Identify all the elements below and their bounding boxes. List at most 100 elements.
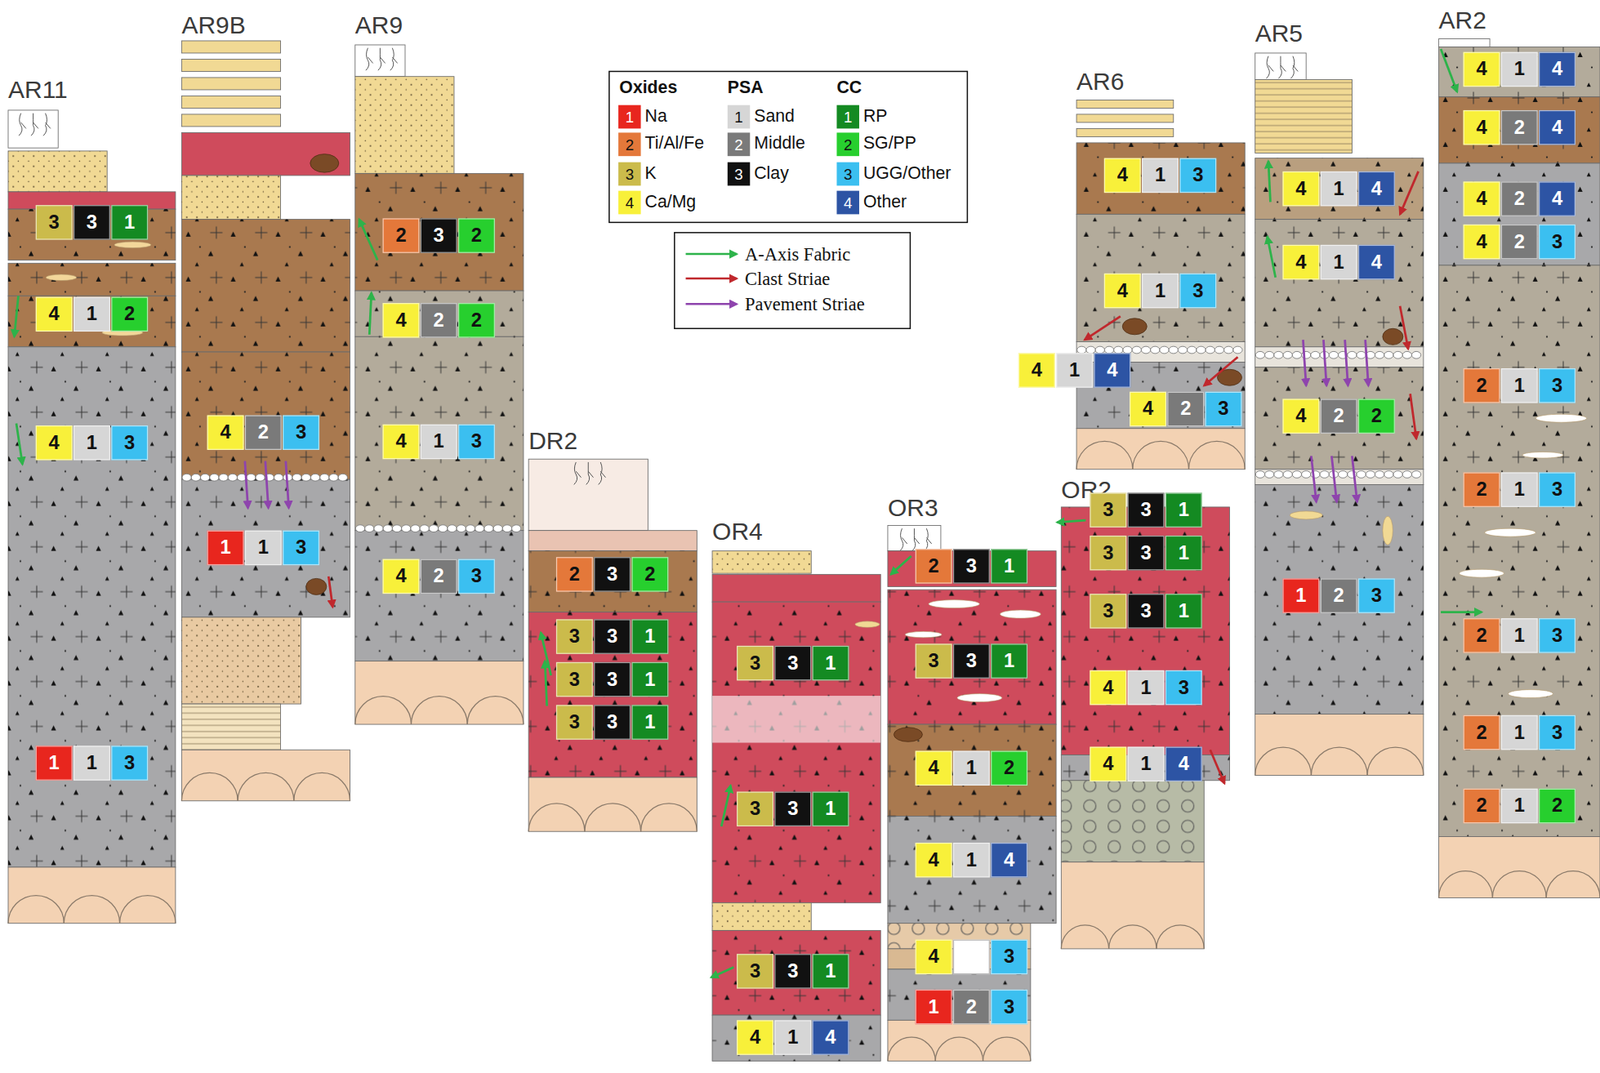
code-number: 2 xyxy=(433,310,445,331)
stratigraphic-column: OR4331331331414 xyxy=(712,516,881,1071)
green-arrow xyxy=(721,785,731,827)
legend-swatch: 3 xyxy=(727,162,750,187)
lens xyxy=(928,600,980,609)
code-cell: 4 xyxy=(811,1020,849,1055)
boulder xyxy=(465,525,475,533)
code-cell: 1 xyxy=(420,424,458,460)
code-number: 3 xyxy=(124,432,135,454)
code-cell: 1 xyxy=(111,205,148,240)
code-cell: 4 xyxy=(1463,52,1501,87)
code-cell: 3 xyxy=(736,646,774,681)
bedrock-arc xyxy=(1060,925,1109,950)
stratum-layer xyxy=(712,903,812,932)
stratum-layer xyxy=(355,173,524,291)
code-cell: 1 xyxy=(1127,670,1165,705)
code-cell: 1 xyxy=(953,751,990,786)
code-cell: 4 xyxy=(1538,181,1576,216)
code-number: 3 xyxy=(1551,231,1563,253)
code-number: 3 xyxy=(606,712,618,733)
bedrock-arc xyxy=(983,1037,1031,1061)
stratum-layer xyxy=(887,589,1057,725)
boulder xyxy=(292,473,302,482)
code-cell: 3 xyxy=(774,953,812,989)
code-cell: 1 xyxy=(631,619,669,654)
code-cell: 4 xyxy=(1104,273,1141,308)
code-cell: 1 xyxy=(1141,158,1179,193)
code-cell: 4 xyxy=(1282,245,1320,280)
bedrock-arc xyxy=(1546,871,1600,899)
boulder xyxy=(1393,351,1403,359)
code-cell: 3 xyxy=(1538,368,1576,403)
code-number: 4 xyxy=(928,850,940,871)
code-number: 3 xyxy=(606,626,618,647)
code-cell: 1 xyxy=(1501,715,1538,750)
code-number: 3 xyxy=(1371,585,1382,607)
code-number: 2 xyxy=(1475,479,1487,500)
stratigraphic-column: AR11331412413113 xyxy=(8,75,176,923)
code-cell: 2 xyxy=(1501,181,1538,216)
column-title: AR2 xyxy=(1439,5,1600,35)
code-cell: 2 xyxy=(458,218,495,253)
stratum-layer xyxy=(355,290,524,337)
code-cell: 1 xyxy=(811,792,849,827)
code-cell: 1 xyxy=(73,425,111,460)
bedrock-arc xyxy=(584,803,642,832)
code-cell: 2 xyxy=(111,297,148,332)
code-cell: 1 xyxy=(245,530,282,566)
code-number: 1 xyxy=(86,432,98,454)
code-triplet: 413 xyxy=(1104,273,1218,308)
column-title: AR5 xyxy=(1255,19,1424,49)
code-number: 4 xyxy=(1295,178,1306,200)
code-number: 4 xyxy=(1102,753,1114,775)
red-arrow xyxy=(1410,393,1417,439)
code-triplet: 413 xyxy=(1104,158,1218,193)
legend-number: 1 xyxy=(734,107,743,125)
legend-box xyxy=(609,71,968,223)
code-cell: 3 xyxy=(1538,618,1576,653)
code-number: 3 xyxy=(1551,479,1563,500)
code-cell: 4 xyxy=(990,842,1028,878)
code-cell: 1 xyxy=(990,643,1028,678)
stratum-pattern xyxy=(712,903,812,932)
boulder xyxy=(1274,351,1284,359)
code-number: 1 xyxy=(1003,556,1015,577)
boulder xyxy=(447,525,457,533)
bedrock-arc xyxy=(1156,925,1204,950)
code-cell: 4 xyxy=(1282,171,1320,206)
purple-arrow xyxy=(245,461,249,509)
stratum-layer xyxy=(181,219,350,353)
root-symbol xyxy=(43,113,51,136)
code-number: 4 xyxy=(219,422,231,443)
column-title: DR2 xyxy=(528,426,697,455)
code-cell: 4 xyxy=(1129,392,1167,427)
stratum-layer xyxy=(712,930,881,1016)
code-cell: 2 xyxy=(420,559,458,594)
code-cell: 3 xyxy=(1089,492,1127,527)
code-cell: 4 xyxy=(1463,224,1501,259)
bedrock-arc xyxy=(1132,441,1190,469)
bedrock-arc xyxy=(294,772,351,801)
code-cell: 4 xyxy=(1282,398,1320,433)
code-cell: 3 xyxy=(1165,670,1203,705)
stratum-pattern xyxy=(181,352,350,480)
lens xyxy=(855,621,880,628)
legend-swatch: 3 xyxy=(836,162,859,187)
boulder xyxy=(1205,346,1215,354)
stratum-pattern xyxy=(712,1015,881,1061)
code-number: 4 xyxy=(1371,252,1382,273)
stratum-layer xyxy=(528,530,697,552)
code-cell: 2 xyxy=(1463,618,1501,653)
code-cell: 2 xyxy=(1463,368,1501,403)
code-number: 2 xyxy=(471,225,482,246)
boulder xyxy=(338,473,348,482)
stratum-layer xyxy=(1076,114,1174,123)
code-number: 3 xyxy=(749,798,761,820)
stratum-layer xyxy=(1076,142,1245,214)
boulder xyxy=(1328,351,1338,359)
purple-arrow xyxy=(265,461,269,509)
bedrock-arc xyxy=(1109,925,1157,950)
root-symbol xyxy=(1265,56,1274,79)
code-number: 2 xyxy=(928,556,940,577)
root-symbol xyxy=(1278,56,1286,79)
legend-text: SG/PP xyxy=(863,132,917,155)
